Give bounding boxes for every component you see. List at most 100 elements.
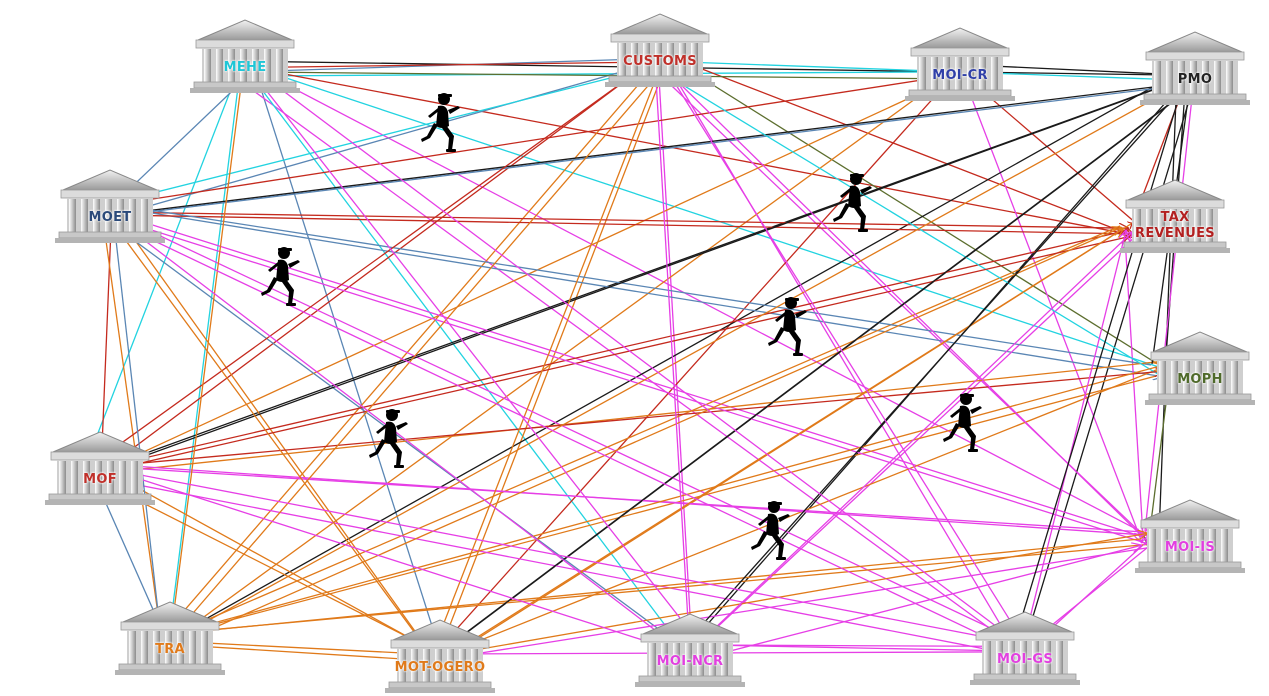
node-moi-gs: MOI-GS — [970, 610, 1080, 686]
connection-arrow — [651, 66, 1167, 380]
running-person-icon — [748, 500, 796, 564]
connection-arrow — [103, 466, 1145, 533]
connection-arrow — [179, 644, 435, 661]
connection-arrow — [104, 209, 690, 657]
node-label: TRA — [155, 642, 185, 657]
connection-arrow — [661, 52, 1169, 371]
connection-arrow — [657, 61, 1150, 544]
node-label: MOI-NCR — [656, 654, 724, 669]
connection-arrow — [236, 72, 964, 80]
connection-arrow — [164, 375, 1157, 638]
running-person-icon — [258, 246, 306, 310]
node-customs: CUSTOMS — [605, 12, 715, 88]
government-building-icon — [905, 27, 1015, 101]
government-building-icon — [1120, 179, 1230, 253]
connection-arrow — [110, 81, 1195, 215]
connection-arrow — [1124, 236, 1143, 537]
connection-arrow — [253, 68, 1018, 643]
connection-arrow — [178, 73, 1177, 635]
node-label: MOT-OGERO — [394, 660, 486, 675]
connection-arrow — [446, 86, 1193, 648]
connection-arrow — [428, 533, 1147, 659]
node-label: MOET — [88, 210, 132, 225]
connection-arrow — [93, 464, 681, 653]
connection-arrow — [249, 73, 686, 653]
government-building-icon — [55, 169, 165, 243]
connection-arrow — [170, 83, 1184, 642]
government-building-icon — [385, 619, 495, 693]
node-label: MOI-GS — [996, 652, 1054, 667]
node-label: TAX REVENUES — [1135, 210, 1215, 241]
running-person-icon — [765, 296, 813, 360]
connection-arrow — [670, 56, 1135, 237]
node-mof: MOF — [45, 430, 155, 506]
connection-arrow — [101, 203, 113, 471]
connection-arrow — [243, 63, 1166, 369]
connection-arrow — [436, 73, 956, 652]
government-building-icon — [605, 13, 715, 87]
connection-arrow — [687, 232, 1140, 655]
connection-arrow — [120, 207, 1162, 377]
connection-arrow — [165, 228, 1121, 650]
connection-arrow — [254, 75, 699, 642]
government-building-icon — [635, 613, 745, 687]
node-label: CUSTOMS — [623, 54, 697, 69]
connection-arrow — [114, 57, 671, 216]
node-label: MOI-IS — [1164, 540, 1216, 555]
connection-arrow — [655, 62, 691, 656]
connection-arrow — [91, 80, 1180, 476]
running-person-icon — [830, 172, 878, 236]
government-building-icon — [1135, 499, 1245, 573]
connection-arrow — [169, 70, 243, 643]
connection-arrow — [102, 468, 1017, 644]
connection-arrow — [105, 74, 955, 206]
government-building-icon — [115, 601, 225, 675]
connection-arrow — [97, 465, 444, 657]
government-building-icon — [970, 611, 1080, 685]
node-label: PMO — [1177, 72, 1213, 87]
connection-arrow — [252, 67, 1132, 235]
connection-arrow — [86, 78, 236, 464]
connection-arrow — [698, 545, 1141, 660]
connection-arrow — [437, 64, 667, 659]
connection-arrow — [174, 225, 1121, 634]
connection-arrow — [1159, 72, 1178, 535]
connection-arrow — [116, 214, 435, 659]
connection-arrow — [689, 645, 1012, 652]
connection-arrow — [115, 205, 1152, 366]
connection-arrow — [169, 70, 241, 637]
government-building-icon — [1140, 31, 1250, 105]
connection-arrow — [253, 66, 443, 660]
connection-arrow — [83, 55, 660, 471]
connection-arrow — [102, 208, 438, 664]
connection-arrow — [101, 477, 1012, 654]
node-mot-ogero: MOT-OGERO — [385, 618, 495, 694]
running-person-icon — [418, 92, 466, 156]
connection-arrow — [684, 79, 1191, 645]
node-label: MOI-CR — [932, 68, 988, 83]
connection-arrow — [105, 237, 1129, 472]
connection-arrow — [161, 365, 1163, 638]
node-moph: MOPH — [1145, 330, 1255, 406]
connection-arrow — [106, 211, 1128, 228]
connection-arrow — [174, 65, 666, 635]
connection-arrow — [96, 371, 1163, 468]
connection-arrow — [94, 70, 969, 475]
government-building-icon — [45, 431, 155, 505]
connection-arrow — [106, 215, 1139, 235]
connection-arrow — [437, 229, 1123, 663]
connection-arrow — [102, 218, 161, 636]
node-label: MOF — [83, 472, 117, 487]
connection-arrow — [112, 205, 162, 639]
connection-arrow — [173, 66, 960, 639]
connection-arrow — [99, 77, 1186, 470]
running-person-icon — [940, 392, 988, 456]
government-building-icon — [190, 19, 300, 93]
connection-arrow — [235, 77, 1012, 645]
node-tax-revenues: TAX REVENUES — [1120, 178, 1230, 254]
connection-arrow — [112, 64, 667, 204]
connection-arrow — [247, 72, 954, 76]
government-building-icon — [1145, 331, 1255, 405]
